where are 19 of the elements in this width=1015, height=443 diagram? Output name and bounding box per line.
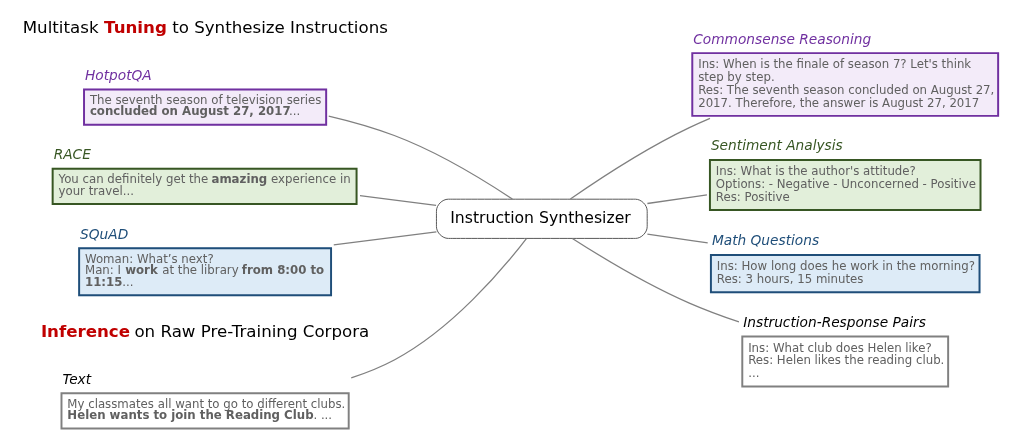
node-label: Commonsense Reasoning [692, 30, 871, 47]
label: Inference on Raw Pre-Training Corpora [40, 321, 369, 341]
connector [569, 117, 711, 200]
node-label: SQuAD [79, 225, 128, 242]
node-label: RACE [53, 146, 91, 163]
node-box: Instruction Synthesizer [435, 198, 648, 239]
connector [332, 231, 437, 246]
node-label: Text [61, 370, 91, 387]
connector [646, 194, 708, 205]
connector [350, 237, 527, 379]
label: Multitask Tuning to Synthesize Instructions [22, 17, 388, 37]
node-label: HotpotQA [84, 66, 152, 83]
node-label: Instruction-Response Pairs [742, 313, 926, 330]
node-label: Math Questions [711, 232, 819, 249]
node-label: Sentiment Analysis [710, 137, 843, 154]
connector [646, 233, 708, 244]
connector [327, 115, 513, 200]
connector [358, 194, 437, 206]
connector [571, 237, 740, 323]
